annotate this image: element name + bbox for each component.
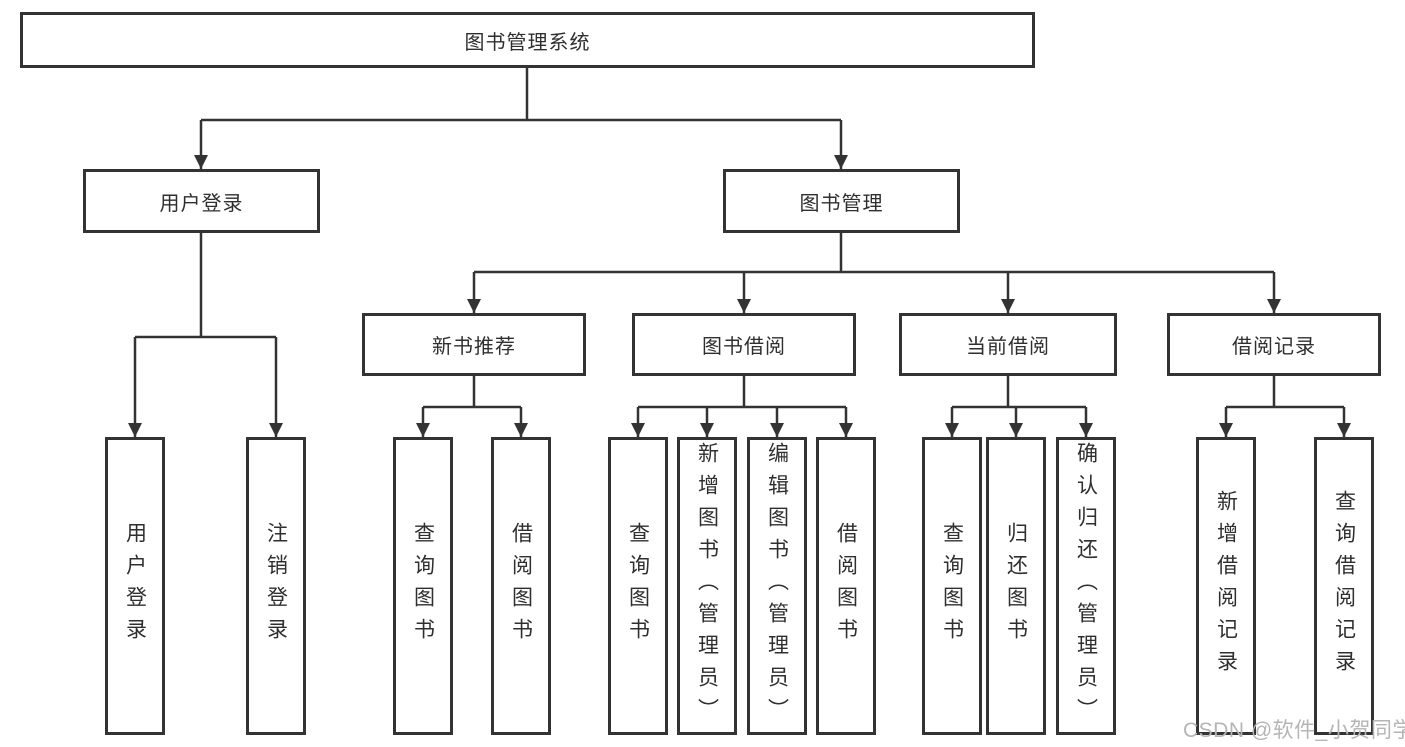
node-user-login-label: 用户登录 bbox=[159, 192, 244, 215]
node-book-borrow-label: 图书借阅 bbox=[702, 336, 786, 358]
leaf-newbook-borrow-books: 借阅图书 bbox=[491, 437, 551, 735]
leaf-records-add-borrow-record: 新增借阅记录 bbox=[1196, 437, 1256, 735]
leaf-current-query-books: 查询图书 bbox=[922, 437, 982, 735]
leaf-user-login-label: 用户登录 bbox=[123, 522, 147, 650]
node-new-book-recommend-label: 新书推荐 bbox=[432, 336, 516, 358]
node-current-borrow-label: 当前借阅 bbox=[966, 336, 1050, 358]
node-root-label: 图书管理系统 bbox=[464, 31, 591, 54]
leaf-borrow-query-books-label: 查询图书 bbox=[626, 522, 650, 650]
leaf-user-login: 用户登录 bbox=[105, 437, 165, 735]
node-book-management-label: 图书管理 bbox=[799, 192, 884, 215]
leaf-records-query-borrow-record-label: 查询借阅记录 bbox=[1332, 490, 1356, 682]
leaf-logout: 注销登录 bbox=[246, 437, 306, 735]
leaf-borrow-borrow-books-label: 借阅图书 bbox=[834, 522, 858, 650]
leaf-current-confirm-return-admin: 确认归还（管理员） bbox=[1056, 437, 1116, 735]
node-user-login: 用户登录 bbox=[83, 169, 320, 233]
leaf-records-add-borrow-record-label: 新增借阅记录 bbox=[1214, 490, 1238, 682]
leaf-borrow-add-books-admin: 新增图书（管理员） bbox=[677, 437, 737, 735]
leaf-logout-label: 注销登录 bbox=[264, 522, 288, 650]
leaf-borrow-query-books: 查询图书 bbox=[608, 437, 668, 735]
leaf-records-query-borrow-record: 查询借阅记录 bbox=[1314, 437, 1374, 735]
leaf-newbook-borrow-books-label: 借阅图书 bbox=[509, 522, 533, 650]
leaf-newbook-query-books: 查询图书 bbox=[393, 437, 453, 735]
node-root-system: 图书管理系统 bbox=[20, 12, 1035, 68]
node-book-management: 图书管理 bbox=[723, 169, 960, 233]
leaf-current-confirm-return-admin-label: 确认归还（管理员） bbox=[1074, 442, 1098, 730]
leaf-borrow-borrow-books: 借阅图书 bbox=[816, 437, 876, 735]
node-borrow-records-label: 借阅记录 bbox=[1232, 336, 1316, 358]
leaf-current-return-books-label: 归还图书 bbox=[1004, 522, 1028, 650]
leaf-borrow-edit-books-admin: 编辑图书（管理员） bbox=[747, 437, 807, 735]
node-book-borrow: 图书借阅 bbox=[632, 313, 856, 376]
csdn-watermark: CSDN @软件_小贺同学 bbox=[1183, 719, 1405, 742]
node-new-book-recommend: 新书推荐 bbox=[362, 313, 586, 376]
leaf-current-return-books: 归还图书 bbox=[986, 437, 1046, 735]
leaf-borrow-add-books-admin-label: 新增图书（管理员） bbox=[695, 442, 719, 730]
leaf-newbook-query-books-label: 查询图书 bbox=[411, 522, 435, 650]
node-borrow-records: 借阅记录 bbox=[1167, 313, 1381, 376]
node-current-borrow: 当前借阅 bbox=[899, 313, 1117, 376]
leaf-borrow-edit-books-admin-label: 编辑图书（管理员） bbox=[765, 442, 789, 730]
leaf-current-query-books-label: 查询图书 bbox=[940, 522, 964, 650]
